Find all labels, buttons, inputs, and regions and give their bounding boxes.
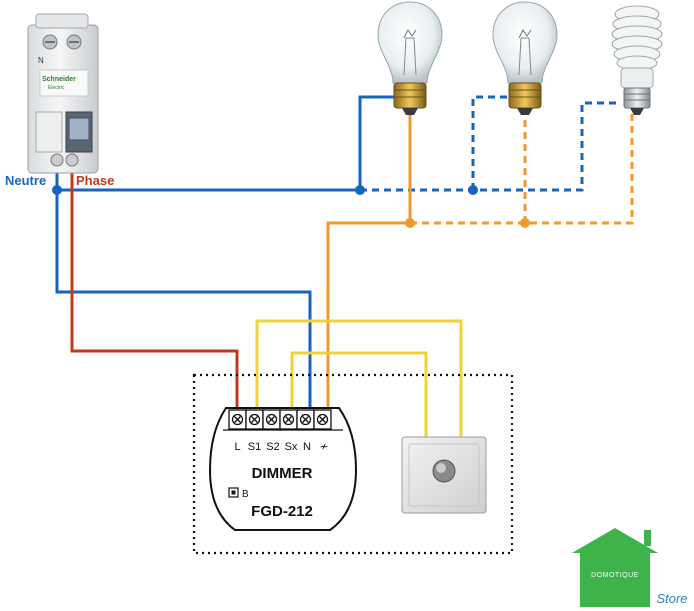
- module-model: FGD-212: [251, 503, 313, 520]
- spiral-bulb-icon: [611, 5, 663, 71]
- load-wire-solid: [326, 110, 412, 410]
- terminal-screw-icon: [299, 413, 312, 426]
- terminal-label-s1: S1: [248, 441, 261, 453]
- neutre-label: Neutre: [5, 173, 46, 188]
- neutral-junctions: [52, 185, 478, 195]
- breaker-brand: Schneider: [42, 76, 76, 83]
- terminal-label-n: N: [303, 441, 311, 453]
- terminal-screw-icon: [231, 413, 244, 426]
- bulb-socket: [623, 87, 651, 109]
- junction-dot: [468, 185, 478, 195]
- house-logo-icon: [572, 528, 658, 607]
- junction-dot: [405, 218, 415, 228]
- bulb-socket: [508, 82, 542, 109]
- terminal-screw-icon: [65, 153, 79, 167]
- bulb-2: [492, 1, 558, 115]
- breaker-toggle: [68, 117, 90, 141]
- module-title: DIMMER: [252, 465, 313, 482]
- phase-wire: [70, 160, 239, 410]
- cfl-base: [620, 67, 654, 89]
- breaker-terminal-label: N: [38, 56, 44, 65]
- terminal-screw-icon: [316, 413, 329, 426]
- logo-line-1: DOMOTIQUE: [591, 572, 639, 579]
- terminal-screw-icon: [282, 413, 295, 426]
- junction-dot: [355, 185, 365, 195]
- junction-dot: [52, 185, 62, 195]
- terminal-label-sx: Sx: [285, 441, 298, 453]
- breaker-brand-sub: Electric: [48, 85, 65, 91]
- dimmer-module: L S1 S2 Sx N ≁ DIMMER B FGD-212: [208, 407, 358, 531]
- breaker-top-cap: [35, 13, 89, 29]
- terminal-screw-icon: [248, 413, 261, 426]
- switch-wires: [255, 319, 463, 437]
- load-junctions: [405, 218, 530, 228]
- terminal-label-output: ≁: [319, 441, 328, 453]
- lightbulb-icon: [377, 1, 443, 84]
- bulb-1: [377, 1, 443, 115]
- terminal-strip: [228, 409, 332, 430]
- neutral-wire-dashed: [360, 101, 618, 192]
- circuit-breaker: N Schneider Electric: [27, 13, 99, 174]
- neutral-wire-bulb2: [471, 95, 515, 190]
- load-wire-dashed: [410, 110, 634, 225]
- bulb-socket: [393, 82, 427, 109]
- junction-dot: [520, 218, 530, 228]
- terminal-screws: [231, 413, 329, 426]
- module-body: [208, 407, 358, 531]
- terminal-screw-icon: [265, 413, 278, 426]
- terminal-label-l: L: [234, 441, 240, 453]
- push-button-switch: [401, 436, 487, 514]
- lightbulb-icon: [492, 1, 558, 84]
- switch-wire-sx: [290, 351, 428, 437]
- domotique-store-logo: DOMOTIQUE Store: [572, 528, 688, 607]
- phase-wire-path: [70, 160, 239, 410]
- bulb-3-cfl: [611, 5, 663, 115]
- phase-label: Phase: [76, 173, 114, 188]
- wall-box-outline: [192, 373, 514, 555]
- breaker-brand-plate: [39, 69, 89, 97]
- logo-line-2: Store: [656, 591, 687, 606]
- terminal-screw-icon: [50, 153, 64, 167]
- terminal-label-s2: S2: [266, 441, 279, 453]
- load-wires: [326, 110, 634, 410]
- module-button-label: B: [242, 489, 249, 500]
- switch-wire-s1: [255, 319, 463, 437]
- neutral-wire-to-module: [55, 160, 312, 410]
- neutral-wires: [55, 95, 618, 410]
